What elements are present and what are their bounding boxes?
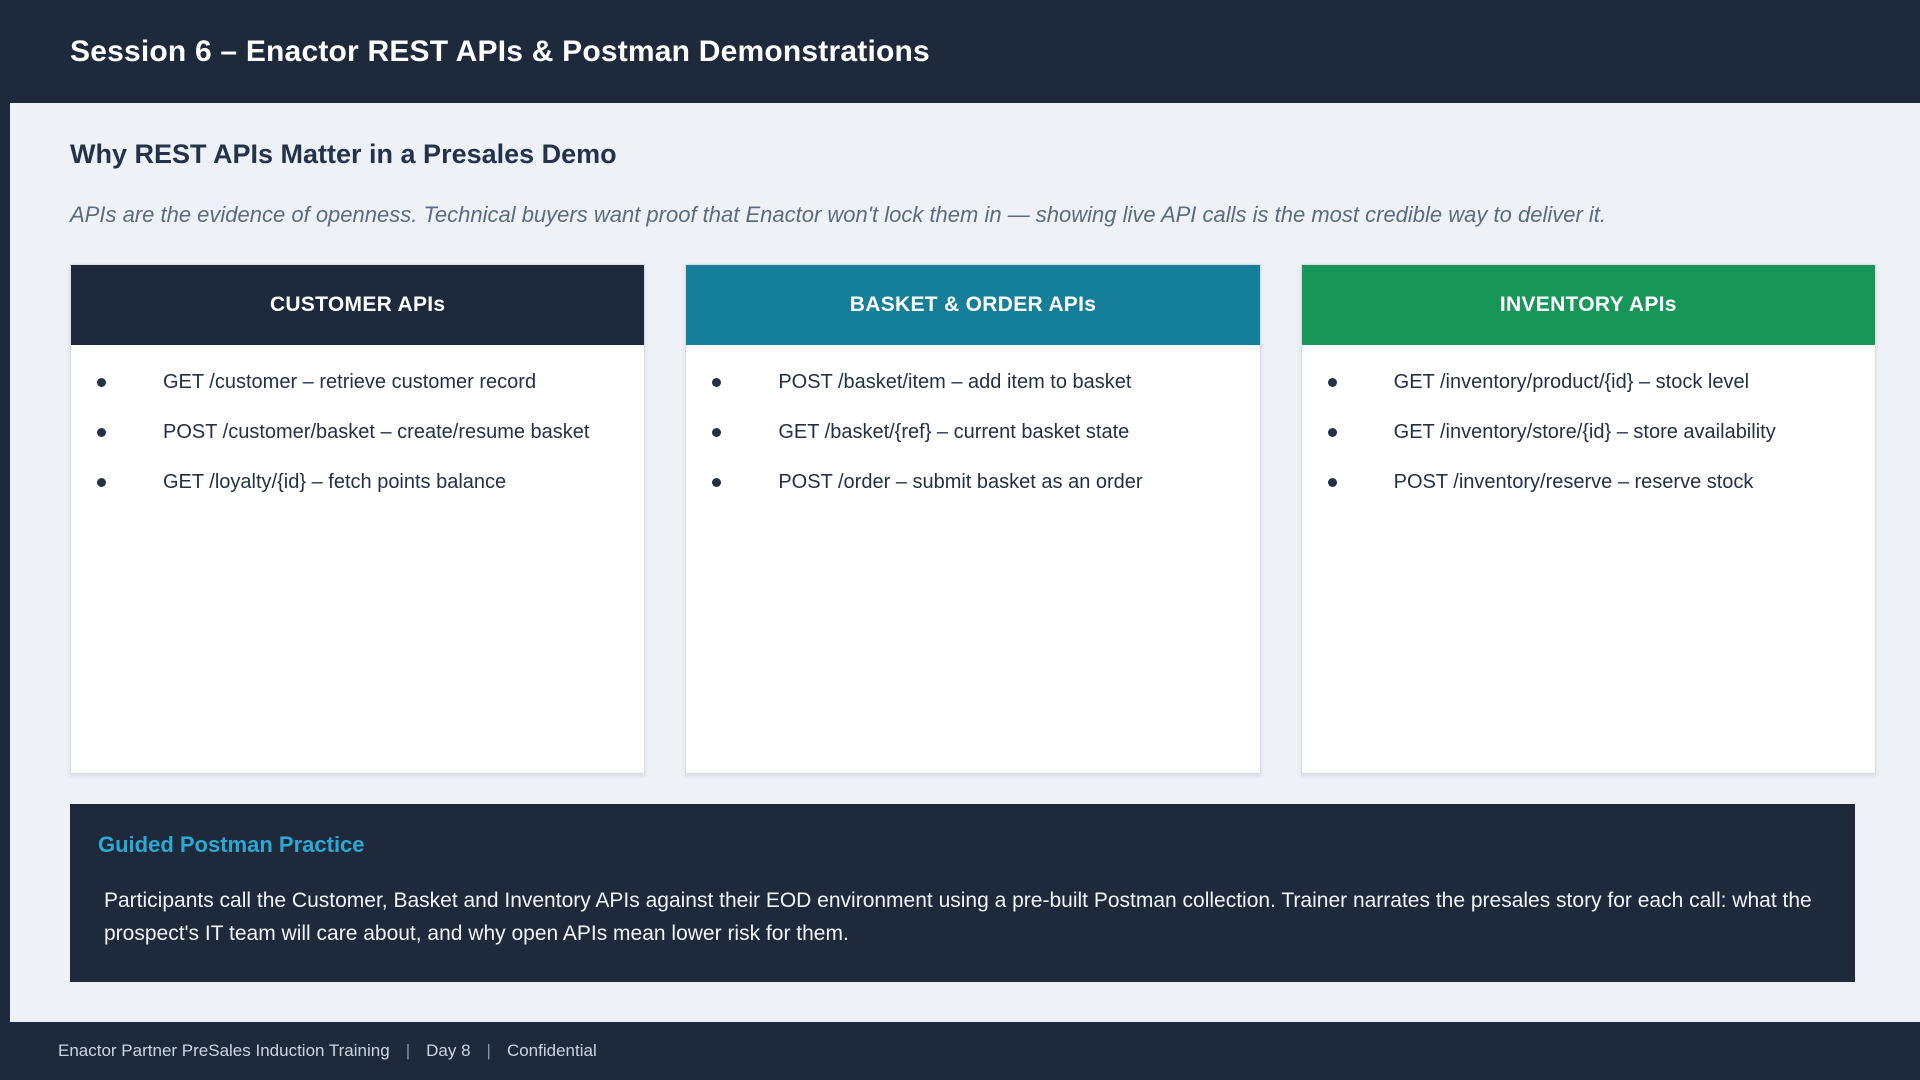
card-basket-list: POST /basket/item – add item to basket G… [686, 367, 1235, 498]
slide-left-edge [0, 0, 10, 1080]
slide-title-bar: Session 6 – Enactor REST APIs & Postman … [0, 0, 1920, 103]
list-item: GET /basket/{ref} – current basket state [686, 417, 1235, 448]
footer-training-label: Enactor Partner PreSales Induction Train… [58, 1041, 390, 1060]
list-item: POST /inventory/reserve – reserve stock [1302, 467, 1851, 498]
list-item: POST /customer/basket – create/resume ba… [71, 417, 620, 448]
card-customer-body: GET /customer – retrieve customer record… [71, 345, 644, 773]
card-basket-body: POST /basket/item – add item to basket G… [686, 345, 1259, 773]
list-item: GET /inventory/store/{id} – store availa… [1302, 417, 1851, 448]
slide-title: Session 6 – Enactor REST APIs & Postman … [70, 34, 930, 68]
list-item: GET /customer – retrieve customer record [71, 367, 620, 398]
footer-day-label: Day 8 [426, 1041, 471, 1060]
section-heading: Why REST APIs Matter in a Presales Demo [70, 139, 617, 169]
list-item: POST /basket/item – add item to basket [686, 367, 1235, 398]
guided-practice-panel: Guided Postman Practice Participants cal… [70, 804, 1855, 982]
card-inventory-body: GET /inventory/product/{id} – stock leve… [1302, 345, 1875, 773]
card-customer-list: GET /customer – retrieve customer record… [71, 367, 620, 498]
list-item: POST /order – submit basket as an order [686, 467, 1235, 498]
card-inventory-list: GET /inventory/product/{id} – stock leve… [1302, 367, 1851, 498]
api-cards-row: CUSTOMER APIs GET /customer – retrieve c… [70, 264, 1876, 774]
lead-text: APIs are the evidence of openness. Techn… [70, 202, 1607, 227]
card-customer-apis: CUSTOMER APIs GET /customer – retrieve c… [70, 264, 646, 774]
card-customer-header: CUSTOMER APIs [71, 265, 645, 345]
footer-confidential-label: Confidential [506, 1041, 597, 1060]
guided-practice-title: Guided Postman Practice [98, 832, 365, 857]
slide-footer: Enactor Partner PreSales Induction Train… [0, 1022, 1920, 1080]
footer-separator: | [486, 1041, 491, 1060]
list-item: GET /loyalty/{id} – fetch points balance [71, 467, 620, 498]
guided-practice-body: Participants call the Customer, Basket a… [104, 889, 1812, 945]
card-inventory-header: INVENTORY APIs [1301, 265, 1875, 345]
slide-content: Why REST APIs Matter in a Presales Demo … [0, 139, 1920, 982]
footer-separator: | [405, 1041, 411, 1060]
card-basket-header: BASKET & ORDER APIs [686, 265, 1260, 345]
list-item: GET /inventory/product/{id} – stock leve… [1302, 367, 1851, 398]
card-basket-order-apis: BASKET & ORDER APIs POST /basket/item – … [685, 264, 1261, 774]
card-inventory-apis: INVENTORY APIs GET /inventory/product/{i… [1300, 264, 1876, 774]
